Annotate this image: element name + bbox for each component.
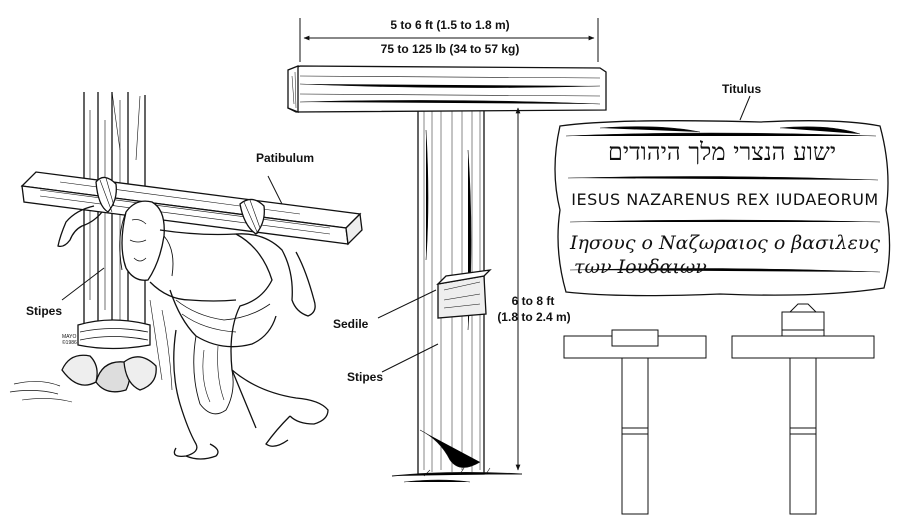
stipes-right-leader-line bbox=[381, 343, 439, 373]
titulus-greek-text-line1: Iησους ο Nαζωραιος ο βασιλευς bbox=[570, 232, 880, 254]
sedile-leader-line bbox=[377, 289, 437, 319]
stipes-left-label: Stipes bbox=[26, 304, 63, 318]
artist-signature: MAYO ©1986 bbox=[62, 334, 77, 346]
sedile-label: Sedile bbox=[333, 317, 369, 331]
stipes-right-label: Stipes bbox=[347, 370, 384, 384]
sedile-block-drawing bbox=[436, 269, 492, 319]
patibulum-label: Patibulum bbox=[256, 151, 315, 165]
titulus-board-drawing bbox=[554, 95, 891, 297]
titulus-greek-text-line2: των Iουδαιων bbox=[574, 256, 707, 278]
left-scene-drawing bbox=[9, 91, 363, 460]
carried-patibulum-drawing bbox=[20, 171, 363, 246]
schematic-cross-a bbox=[563, 329, 707, 515]
titulus-latin-text: IESUS NAZARENUS REX IUDAEORUM bbox=[571, 190, 879, 209]
titulus-hebrew-text: ישוע הנצרי מלך היהודים bbox=[607, 138, 837, 166]
width-dimension-label: 5 to 6 ft (1.5 to 1.8 m) bbox=[390, 18, 510, 32]
middle-cross-drawing bbox=[287, 18, 607, 483]
figure-carrying-cross-drawing bbox=[57, 200, 329, 460]
weight-dimension-label: 75 to 125 lb (34 to 57 kg) bbox=[380, 42, 520, 56]
height-dimension-label-m: (1.8 to 2.4 m) bbox=[497, 310, 571, 324]
background-stipes-drawing bbox=[9, 92, 157, 403]
titulus-label: Titulus bbox=[722, 82, 762, 96]
stipes-left-leader-line bbox=[61, 267, 105, 301]
height-dimension-label-ft: 6 to 8 ft bbox=[511, 294, 555, 308]
schematic-cross-b bbox=[731, 303, 875, 515]
patibulum-leader-line bbox=[267, 175, 283, 205]
patibulum-beam-drawing bbox=[287, 65, 607, 113]
